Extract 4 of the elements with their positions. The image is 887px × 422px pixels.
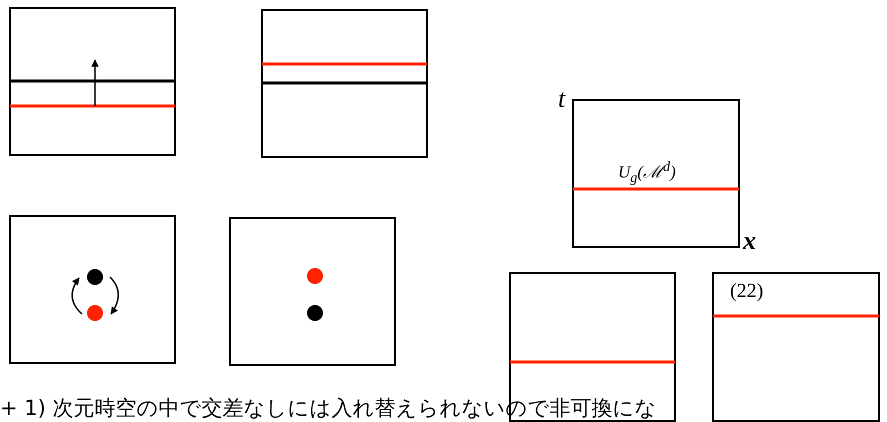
math-label: U$_{g}$(ℳ$^{d}$) bbox=[618, 160, 676, 186]
axis-label: t bbox=[558, 86, 566, 112]
equation-number: (22) bbox=[730, 281, 764, 301]
axis-label: x bbox=[743, 228, 756, 254]
